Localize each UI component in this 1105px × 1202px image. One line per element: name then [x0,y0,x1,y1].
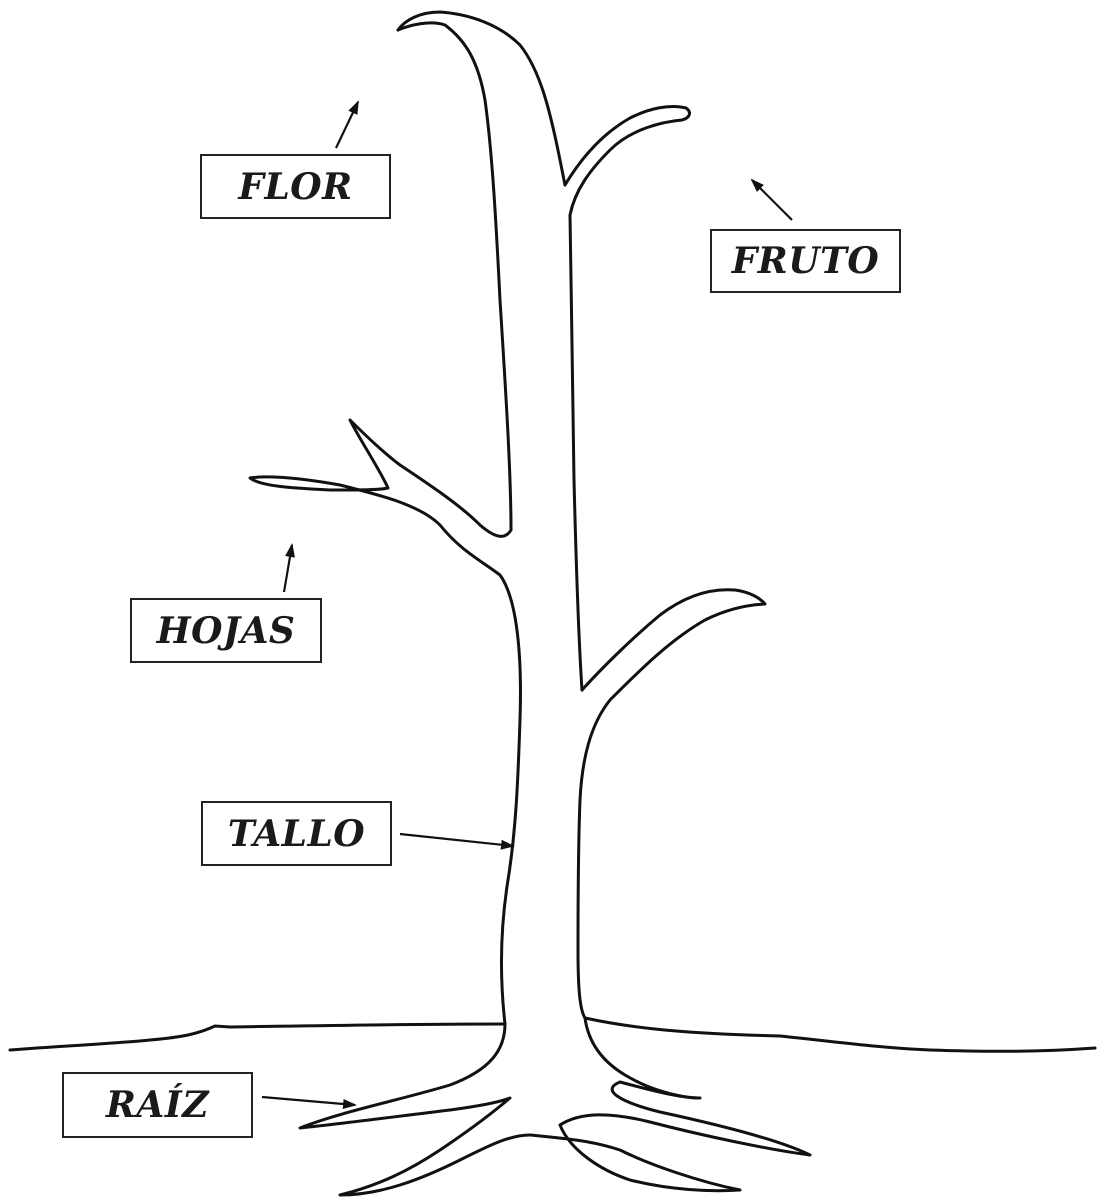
arrow-flor [335,100,359,149]
label-tallo-text: TALLO [227,812,366,855]
arrow-fruto [750,178,793,221]
label-flor: FLOR [200,154,391,219]
label-raiz-text: RAÍZ [106,1084,209,1126]
flower-bud-outline [396,10,567,187]
arrow-raiz [261,1095,357,1109]
ground-line [8,1016,1097,1053]
label-tallo: TALLO [201,801,392,866]
upper-right-branch [563,104,691,692]
arrow-tallo [399,832,515,850]
root-left [298,1022,532,1197]
label-flor-text: FLOR [238,165,353,208]
lower-right-branch [576,588,767,1020]
label-hojas-text: HOJAS [156,609,296,652]
stem-left-outline [248,21,522,1026]
label-fruto: FRUTO [710,229,901,293]
label-raiz: RAÍZ [62,1072,253,1138]
label-hojas: HOJAS [130,598,322,663]
arrow-hojas [282,543,295,593]
label-fruto-text: FRUTO [731,240,880,282]
root-right [528,1016,812,1193]
